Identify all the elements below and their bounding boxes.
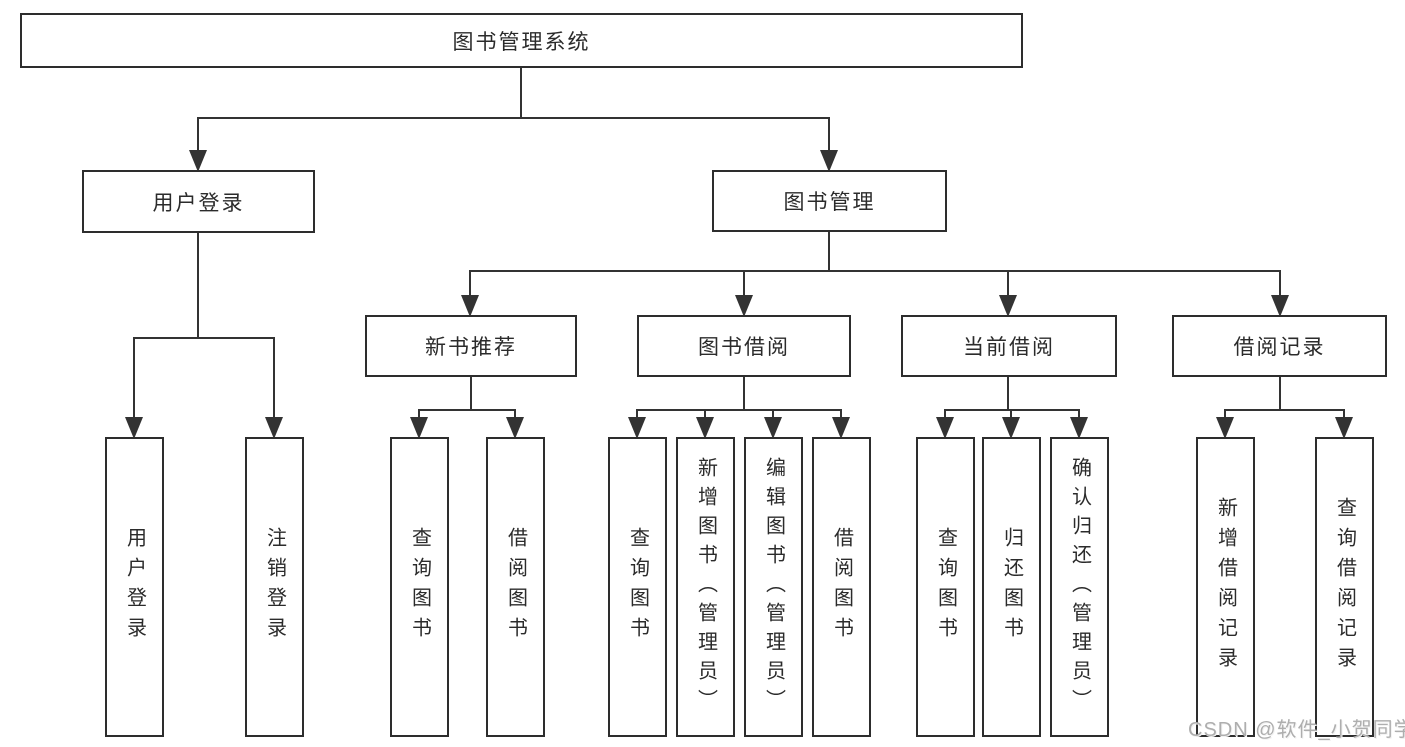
leaf-borrow-query-books: 查询图书 <box>608 437 667 737</box>
leaf-current-confirm-return-admin-label: 确认归还（管理员） <box>1068 456 1091 718</box>
leaf-records-query-record: 查询借阅记录 <box>1315 437 1374 737</box>
leaf-recommend-query-books: 查询图书 <box>390 437 449 737</box>
leaf-current-return-books-label: 归还图书 <box>1000 527 1023 647</box>
node-book-management: 图书管理 <box>712 170 947 232</box>
leaf-borrow-edit-books-admin-label: 编辑图书（管理员） <box>762 456 785 718</box>
leaf-records-query-record-label: 查询借阅记录 <box>1333 497 1356 677</box>
leaf-current-return-books: 归还图书 <box>982 437 1041 737</box>
node-root-system: 图书管理系统 <box>20 13 1023 68</box>
leaf-logout: 注销登录 <box>245 437 304 737</box>
leaf-records-add-record-label: 新增借阅记录 <box>1214 497 1237 677</box>
node-current-borrow-label: 当前借阅 <box>963 336 1055 359</box>
node-new-book-recommend: 新书推荐 <box>365 315 577 377</box>
node-user-login-label: 用户登录 <box>152 191 245 215</box>
leaf-borrow-edit-books-admin: 编辑图书（管理员） <box>744 437 803 737</box>
node-book-management-label: 图书管理 <box>783 191 876 214</box>
node-borrow-records: 借阅记录 <box>1172 315 1387 377</box>
leaf-borrow-borrow-books: 借阅图书 <box>812 437 871 737</box>
csdn-watermark: CSDN @软件_小贺同学 <box>1188 719 1405 741</box>
leaf-current-query-books-label: 查询图书 <box>934 527 957 647</box>
leaf-user-login: 用户登录 <box>105 437 164 737</box>
node-borrow-records-label: 借阅记录 <box>1233 336 1326 359</box>
leaf-logout-label: 注销登录 <box>263 527 286 647</box>
leaf-current-confirm-return-admin: 确认归还（管理员） <box>1050 437 1109 737</box>
leaf-borrow-add-books-admin-label: 新增图书（管理员） <box>694 456 717 718</box>
node-new-book-recommend-label: 新书推荐 <box>425 336 517 359</box>
leaf-user-login-label: 用户登录 <box>123 527 146 647</box>
leaf-recommend-query-books-label: 查询图书 <box>408 527 431 647</box>
node-book-borrow: 图书借阅 <box>637 315 851 377</box>
leaf-records-add-record: 新增借阅记录 <box>1196 437 1255 737</box>
leaf-borrow-add-books-admin: 新增图书（管理员） <box>676 437 735 737</box>
leaf-recommend-borrow-books-label: 借阅图书 <box>504 527 527 647</box>
leaf-borrow-query-books-label: 查询图书 <box>626 527 649 647</box>
node-current-borrow: 当前借阅 <box>901 315 1117 377</box>
leaf-recommend-borrow-books: 借阅图书 <box>486 437 545 737</box>
leaf-current-query-books: 查询图书 <box>916 437 975 737</box>
leaf-borrow-borrow-books-label: 借阅图书 <box>830 527 853 647</box>
node-user-login: 用户登录 <box>82 170 315 233</box>
node-book-borrow-label: 图书借阅 <box>698 336 790 359</box>
node-root-label: 图书管理系统 <box>452 30 591 54</box>
